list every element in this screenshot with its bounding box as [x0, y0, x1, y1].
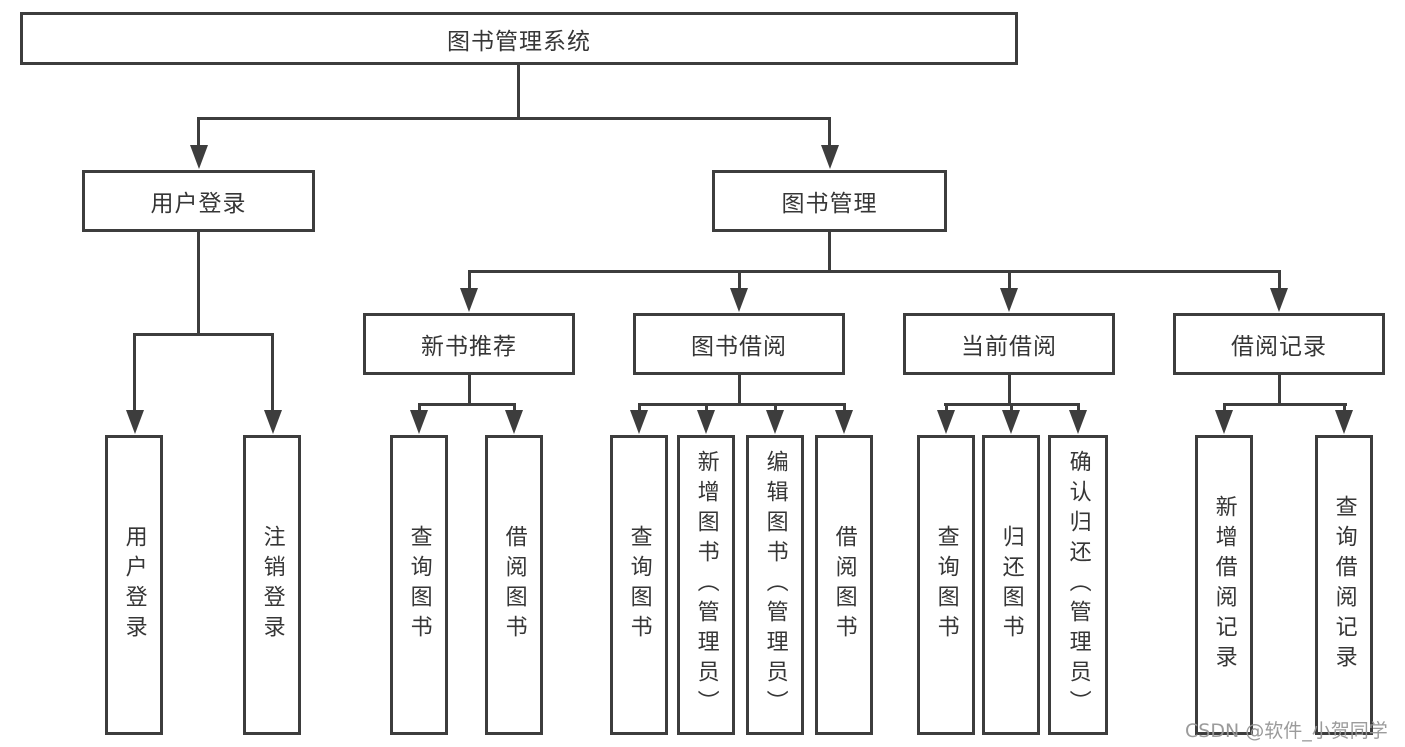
- leaf-g4-query-borrow-record: 查询借阅记录: [1315, 435, 1373, 735]
- connector-root-drop-right: [828, 117, 831, 149]
- connector-g3-stem: [1008, 375, 1011, 406]
- leaf-logout: 注销登录: [243, 435, 301, 735]
- connector-g4-stem: [1278, 375, 1281, 406]
- connector-bookmgmt-drop-4: [1278, 270, 1281, 291]
- connector-g1-stem: [468, 375, 471, 406]
- arrowhead-g2-edit-book: [766, 410, 784, 434]
- arrowhead-book-mgmt: [821, 145, 839, 169]
- leaf-logout-label: 注销登录: [259, 525, 285, 645]
- arrowhead-current-borrow: [1000, 288, 1018, 312]
- leaf-g2-borrow-books-label: 借阅图书: [831, 525, 857, 645]
- node-book-mgmt-label: 图书管理: [781, 191, 878, 217]
- connector-g4-horizontal: [1223, 403, 1347, 406]
- arrowhead-g2-add-book: [697, 410, 715, 434]
- arrowhead-g3-confirm-return: [1069, 410, 1087, 434]
- node-root: 图书管理系统: [20, 12, 1018, 65]
- arrowhead-g1-query-books: [410, 410, 428, 434]
- connector-g2-stem: [738, 375, 741, 406]
- connector-bookmgmt-drop-2: [738, 270, 741, 291]
- node-root-label: 图书管理系统: [447, 28, 591, 55]
- leaf-user-login-label: 用户登录: [121, 525, 147, 645]
- node-current-borrow-label: 当前借阅: [961, 334, 1057, 360]
- node-user-login-label: 用户登录: [150, 191, 247, 217]
- connector-g4-stub-1: [1223, 403, 1226, 414]
- connector-g3-stub-2: [1010, 403, 1013, 414]
- connector-g1-horizontal: [418, 403, 516, 406]
- connector-g2-stub-2: [705, 403, 708, 414]
- leaf-g2-add-book-admin: 新增图书（管理员）: [677, 435, 735, 735]
- connector-root-drop-left: [197, 117, 200, 149]
- leaf-g1-query-books-label: 查询图书: [406, 525, 432, 645]
- node-current-borrow: 当前借阅: [903, 313, 1115, 375]
- connector-g2-horizontal: [638, 403, 846, 406]
- arrowhead-borrow-records: [1270, 288, 1288, 312]
- leaf-g1-borrow-books-label: 借阅图书: [501, 525, 527, 645]
- leaf-g3-confirm-return-admin-label: 确认归还（管理员）: [1065, 450, 1091, 720]
- leaf-g3-return-books: 归还图书: [982, 435, 1040, 735]
- connector-g3-stub-1: [945, 403, 948, 414]
- arrowhead-g2-borrow-books: [835, 410, 853, 434]
- leaf-g1-query-books: 查询图书: [390, 435, 448, 735]
- leaf-g2-query-books-label: 查询图书: [626, 525, 652, 645]
- connector-g2-stub-3: [774, 403, 777, 414]
- leaf-g3-return-books-label: 归还图书: [998, 525, 1024, 645]
- leaf-g3-query-books: 查询图书: [917, 435, 975, 735]
- leaf-g4-add-borrow-record: 新增借阅记录: [1195, 435, 1253, 735]
- connector-userlogin-horizontal: [133, 333, 274, 336]
- arrowhead-book-borrow: [730, 288, 748, 312]
- node-borrow-records-label: 借阅记录: [1231, 334, 1327, 360]
- connector-g3-stub-3: [1077, 403, 1080, 414]
- arrowhead-g1-borrow-books: [505, 410, 523, 434]
- connector-g2-stub-4: [843, 403, 846, 414]
- connector-bookmgmt-drop-3: [1008, 270, 1011, 291]
- leaf-g2-query-books: 查询图书: [610, 435, 668, 735]
- connector-root-horizontal: [197, 117, 831, 120]
- leaf-g4-add-borrow-record-label: 新增借阅记录: [1211, 495, 1237, 675]
- connector-root-stem: [517, 64, 520, 119]
- arrowhead-g4-add-record: [1215, 410, 1233, 434]
- connector-userlogin-drop-2: [271, 333, 274, 413]
- node-book-mgmt: 图书管理: [712, 170, 947, 232]
- arrowhead-g2-query-books: [630, 410, 648, 434]
- arrowhead-g4-query-record: [1335, 410, 1353, 434]
- arrowhead-leaf-logout: [264, 410, 282, 434]
- connector-g2-stub-1: [638, 403, 641, 414]
- arrowhead-g3-return-books: [1002, 410, 1020, 434]
- connector-userlogin-stem: [197, 232, 200, 335]
- leaf-g2-add-book-admin-label: 新增图书（管理员）: [693, 450, 719, 720]
- node-borrow-records: 借阅记录: [1173, 313, 1385, 375]
- connector-g4-stub-2: [1343, 403, 1346, 414]
- leaf-user-login: 用户登录: [105, 435, 163, 735]
- node-book-borrow-label: 图书借阅: [691, 334, 787, 360]
- leaf-g4-query-borrow-record-label: 查询借阅记录: [1331, 495, 1357, 675]
- node-user-login: 用户登录: [82, 170, 315, 232]
- connector-g1-stub-2: [513, 403, 516, 414]
- leaf-g2-borrow-books: 借阅图书: [815, 435, 873, 735]
- node-new-book-recommend: 新书推荐: [363, 313, 575, 375]
- leaf-g2-edit-book-admin-label: 编辑图书（管理员）: [762, 450, 788, 720]
- arrowhead-leaf-user-login: [126, 410, 144, 434]
- leaf-g1-borrow-books: 借阅图书: [485, 435, 543, 735]
- connector-g1-stub-1: [418, 403, 421, 414]
- node-book-borrow: 图书借阅: [633, 313, 845, 375]
- connector-bookmgmt-stem: [828, 232, 831, 273]
- leaf-g2-edit-book-admin: 编辑图书（管理员）: [746, 435, 804, 735]
- watermark: CSDN @软件_小贺同学: [1185, 720, 1388, 742]
- arrowhead-g3-query-books: [937, 410, 955, 434]
- connector-userlogin-drop-1: [133, 333, 136, 413]
- leaf-g3-query-books-label: 查询图书: [933, 525, 959, 645]
- connector-bookmgmt-drop-1: [468, 270, 471, 291]
- arrowhead-new-book-recommend: [460, 288, 478, 312]
- leaf-g3-confirm-return-admin: 确认归还（管理员）: [1048, 435, 1108, 735]
- connector-bookmgmt-horizontal: [468, 270, 1280, 273]
- arrowhead-user-login: [190, 145, 208, 169]
- node-new-book-recommend-label: 新书推荐: [421, 334, 517, 360]
